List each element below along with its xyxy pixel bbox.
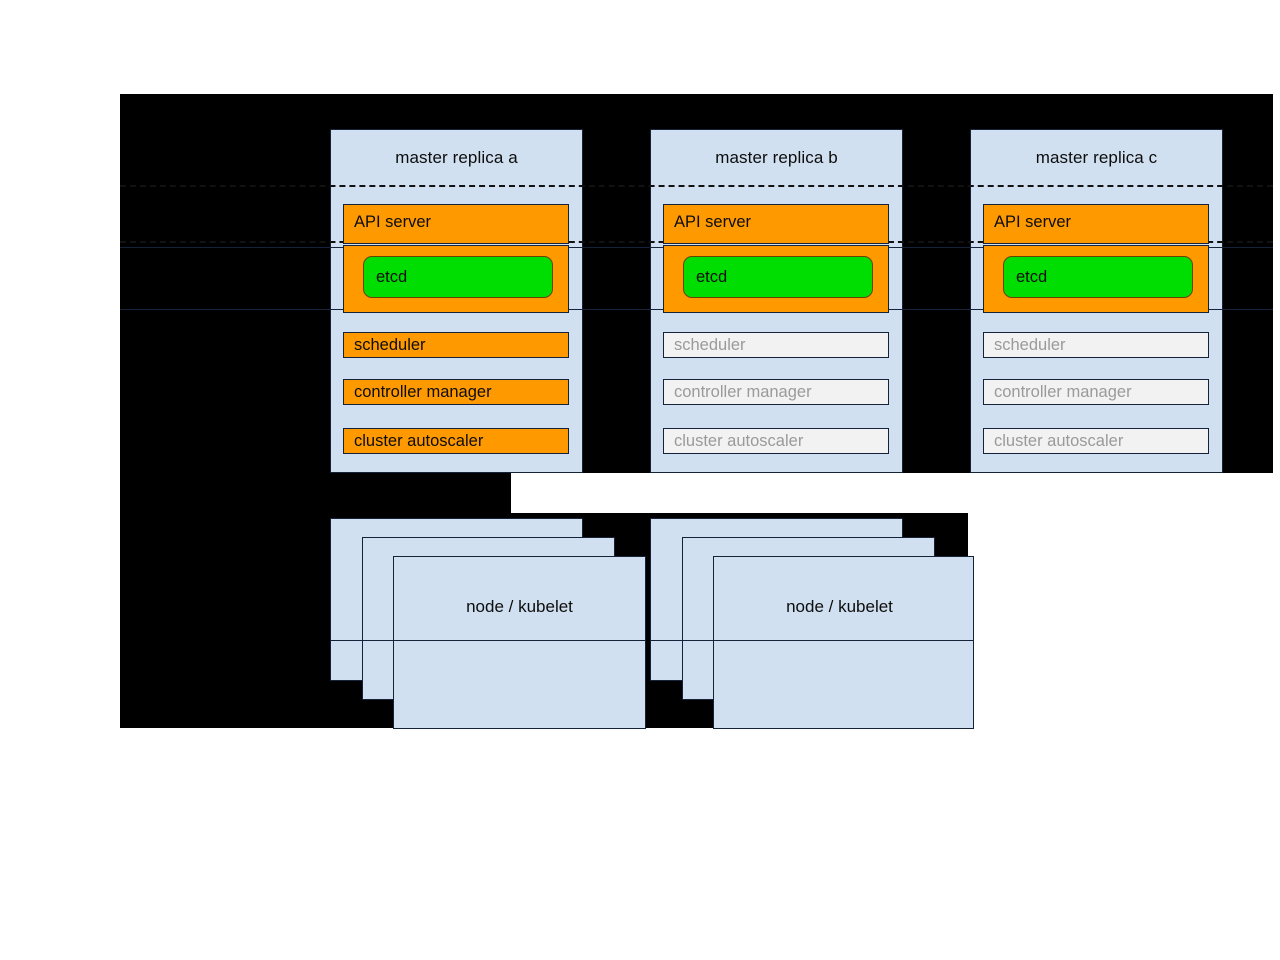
controller-manager-c-label: controller manager	[994, 382, 1132, 401]
cluster-autoscaler-c[interactable]: cluster autoscaler	[983, 428, 1209, 454]
cluster-autoscaler-a[interactable]: cluster autoscaler	[343, 428, 569, 454]
node-stack-2-card-1[interactable]	[713, 556, 974, 729]
scheduler-a-label: scheduler	[354, 335, 426, 354]
etcd-b[interactable]: etcd	[683, 256, 873, 298]
api-server-c[interactable]: API server	[983, 204, 1209, 244]
scheduler-c[interactable]: scheduler	[983, 332, 1209, 358]
etcd-c[interactable]: etcd	[1003, 256, 1193, 298]
node-stack-2-label: node / kubelet	[786, 597, 893, 616]
api-server-a[interactable]: API server	[343, 204, 569, 244]
api-server-b[interactable]: API server	[663, 204, 889, 244]
api-server-c-label: API server	[994, 213, 1072, 231]
scheduler-c-label: scheduler	[994, 335, 1066, 354]
cluster-autoscaler-b[interactable]: cluster autoscaler	[663, 428, 889, 454]
scheduler-b[interactable]: scheduler	[663, 332, 889, 358]
controller-manager-c[interactable]: controller manager	[983, 379, 1209, 405]
cluster-autoscaler-b-label: cluster autoscaler	[674, 431, 804, 450]
node-stack-1-label: node / kubelet	[466, 597, 573, 616]
scheduler-a[interactable]: scheduler	[343, 332, 569, 358]
master-replica-c-title: master replica c	[1035, 148, 1158, 167]
api-server-a-label: API server	[354, 213, 432, 231]
api-server-b-label: API server	[674, 213, 752, 231]
controller-manager-b[interactable]: controller manager	[663, 379, 889, 405]
controller-manager-a-label: controller manager	[354, 382, 492, 401]
cluster-autoscaler-c-label: cluster autoscaler	[994, 431, 1124, 450]
etcd-c-label: etcd	[1016, 267, 1048, 286]
controller-manager-b-label: controller manager	[674, 382, 812, 401]
node-stack-1-card-1[interactable]	[393, 556, 646, 729]
controller-manager-a[interactable]: controller manager	[343, 379, 569, 405]
scheduler-b-label: scheduler	[674, 335, 746, 354]
control-plane-divider-upper	[120, 185, 1273, 187]
etcd-a[interactable]: etcd	[363, 256, 553, 298]
master-replica-a-title: master replica a	[395, 148, 518, 167]
etcd-b-label: etcd	[696, 267, 728, 286]
node-stack-2-rule	[650, 640, 974, 641]
node-stack-1-rule	[330, 640, 646, 641]
etcd-a-label: etcd	[376, 267, 408, 286]
master-replica-b-title: master replica b	[715, 148, 838, 167]
cluster-autoscaler-a-label: cluster autoscaler	[354, 431, 484, 450]
